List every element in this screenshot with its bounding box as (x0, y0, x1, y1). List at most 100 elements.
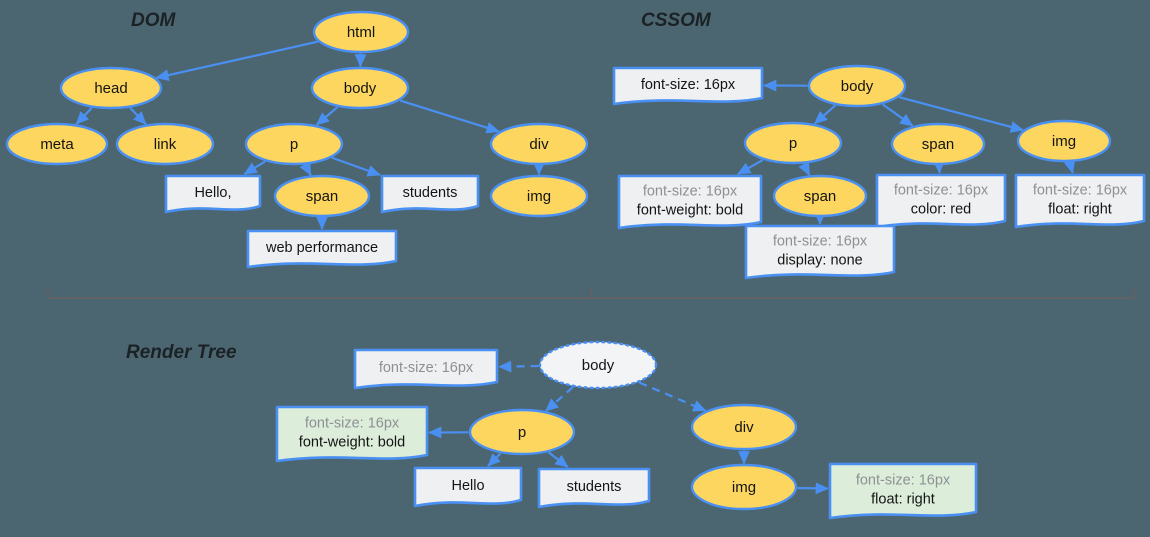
cssom-node-body-rules[interactable]: font-size: 16px (612, 66, 764, 106)
cssom-edge-p-to-span2 (798, 161, 811, 176)
render-node-label-p: p (518, 424, 526, 441)
render-ellipse-shape-body (538, 340, 658, 390)
cssom-node-label-span1: span (922, 136, 955, 153)
render-box-text-p-rules-1: font-weight: bold (299, 434, 405, 450)
dom-node-label-link: link (154, 136, 177, 153)
dom-node-label-div: div (529, 136, 549, 153)
dom-edge-head-to-meta (75, 107, 93, 125)
dom-ellipse-shape-html (312, 10, 410, 54)
render-edge-p-to-hello (487, 452, 502, 467)
dom-edge-head-to-link (129, 107, 147, 125)
render-box-text-img-rules-1: float: right (871, 491, 935, 507)
render-edge-body-to-body-rules (498, 360, 539, 373)
dom-ellipse-shape-meta (5, 122, 109, 166)
cssom-node-body[interactable]: body (807, 64, 907, 108)
cssom-box-text-span2-rules-1: display: none (777, 252, 862, 268)
cssom-ellipse-shape-img (1016, 119, 1112, 163)
cssom-node-label-span2: span (804, 188, 837, 205)
render-ellipse-shape-p (468, 408, 576, 456)
dom-node-meta[interactable]: meta (5, 122, 109, 166)
cssom-box-text-p-rules-1: font-weight: bold (637, 202, 743, 218)
cssom-edge-body-to-span1 (882, 103, 914, 127)
cssom-box-shape-span2-rules (744, 224, 896, 280)
cssom-ellipse-shape-body (807, 64, 907, 108)
cssom-box-text-body-rules-0: font-size: 16px (641, 77, 736, 93)
cssom-ellipse-shape-span2 (772, 174, 868, 218)
render-node-hello[interactable]: Hello (413, 466, 523, 508)
dom-box-text-students-0: students (403, 185, 458, 201)
dom-node-span[interactable]: span (273, 174, 371, 218)
dom-node-body[interactable]: body (310, 66, 410, 110)
cssom-ellipse-shape-p (743, 121, 843, 165)
cssom-node-span1[interactable]: span (890, 122, 986, 166)
cssom-node-span2[interactable]: span (772, 174, 868, 218)
dom-node-students[interactable]: students (380, 174, 480, 214)
dom-node-label-html: html (347, 24, 375, 41)
render-node-body[interactable]: body (538, 340, 658, 390)
section-title-dom: DOM (131, 10, 177, 31)
render-box-text-hello-0: Hello (451, 478, 484, 494)
dom-node-label-head: head (94, 80, 127, 97)
dom-node-label-body: body (344, 80, 377, 97)
cssom-edge-img-to-img-rules (1063, 159, 1076, 174)
dom-edge-p-to-span (299, 161, 312, 176)
dom-ellipse-shape-link (115, 122, 215, 166)
render-box-text-img-rules-0: font-size: 16px (856, 472, 951, 488)
render-box-shape-body-rules (353, 348, 499, 390)
dom-node-div[interactable]: div (489, 122, 589, 166)
cssom-edge-p-to-p-rules (737, 159, 764, 175)
render-node-p[interactable]: p (468, 408, 576, 456)
dom-box-text-hello-0: Hello, (194, 185, 231, 201)
cssom-node-span2-rules[interactable]: font-size: 16px display: none (744, 224, 896, 280)
cssom-edge-body-to-p (813, 104, 837, 125)
render-node-label-body: body (582, 357, 615, 374)
render-box-text-body-rules-0: font-size: 16px (379, 360, 474, 376)
cssom-edge-body-to-img (898, 96, 1024, 133)
render-box-shape-p-rules (275, 405, 429, 463)
render-edge-p-to-students (548, 451, 569, 468)
cssom-node-img[interactable]: img (1016, 119, 1112, 163)
cssom-node-p-rules[interactable]: font-size: 16px font-weight: bold (617, 174, 763, 230)
dom-node-label-span: span (306, 188, 339, 205)
dom-edge-p-to-students (331, 156, 381, 177)
render-node-students[interactable]: students (537, 467, 651, 509)
dom-node-p[interactable]: p (244, 122, 344, 166)
dom-node-hello[interactable]: Hello, (164, 174, 262, 214)
dom-node-label-meta: meta (40, 136, 74, 153)
render-box-shape-hello (413, 466, 523, 508)
render-node-div[interactable]: div (690, 403, 798, 451)
render-box-shape-img-rules (828, 462, 978, 520)
dom-box-shape-webperf (246, 229, 398, 269)
cssom-node-label-img: img (1052, 133, 1076, 150)
render-node-img-rules[interactable]: font-size: 16px float: right (828, 462, 978, 520)
cssom-node-p[interactable]: p (743, 121, 843, 165)
cssom-box-text-span2-rules-0: font-size: 16px (773, 233, 868, 249)
section-title-render-tree: Render Tree (126, 342, 237, 363)
dom-node-html[interactable]: html (312, 10, 410, 54)
dom-edge-body-to-p (315, 106, 339, 126)
render-node-img[interactable]: img (690, 463, 798, 511)
dom-edge-html-to-head (155, 40, 318, 81)
render-box-text-students-0: students (567, 479, 622, 495)
render-edge-img-to-img-rules (797, 482, 829, 495)
dom-ellipse-shape-p (244, 122, 344, 166)
render-node-label-div: div (734, 419, 754, 436)
cssom-node-label-body: body (841, 78, 874, 95)
dom-ellipse-shape-head (59, 66, 163, 110)
cssom-box-shape-p-rules (617, 174, 763, 230)
cssom-ellipse-shape-span1 (890, 122, 986, 166)
dom-node-link[interactable]: link (115, 122, 215, 166)
cssom-box-text-span1-rules-0: font-size: 16px (894, 182, 989, 198)
dom-node-webperf[interactable]: web performance (246, 229, 398, 269)
dom-node-head[interactable]: head (59, 66, 163, 110)
render-node-label-img: img (732, 479, 756, 496)
cssom-box-shape-body-rules (612, 66, 764, 106)
dom-node-img[interactable]: img (489, 174, 589, 218)
render-node-body-rules[interactable]: font-size: 16px (353, 348, 499, 390)
cssom-box-text-p-rules-0: font-size: 16px (643, 183, 738, 199)
